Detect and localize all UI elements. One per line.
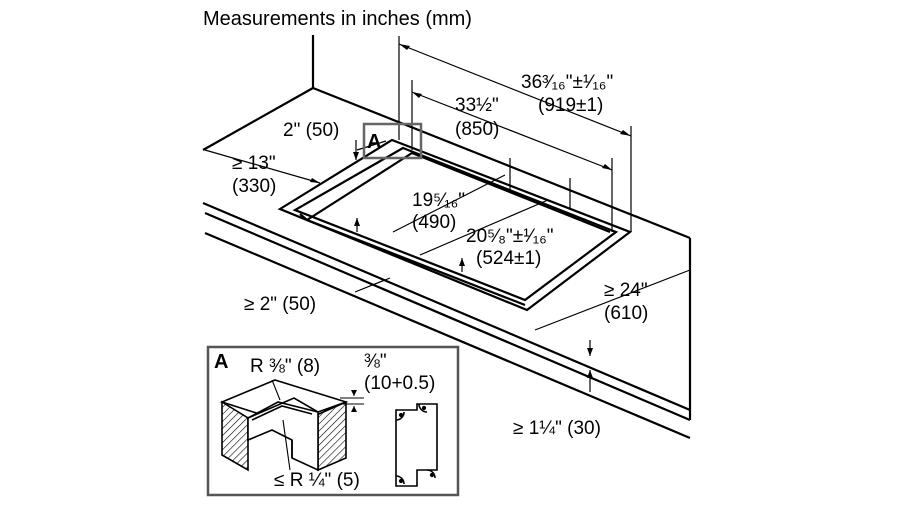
detail-cross-section (219, 379, 349, 472)
width-inner-mm: (850) (455, 119, 499, 140)
detail-radius-bottom: ≤ R ¼" (5) (274, 470, 360, 491)
front-clearance: ≥ 2" (50) (244, 294, 316, 315)
depth-inner-mm: (490) (412, 212, 456, 233)
cutout-frame (277, 138, 633, 312)
back-wall (202, 35, 691, 240)
detail-label: A (214, 351, 228, 373)
detail-arrows (351, 390, 357, 412)
width-inner-inches: 33½" (455, 95, 499, 116)
depth-inner-inches: 19⁵⁄₁₆" (412, 190, 465, 211)
detail-inset: A R ⅜" (8) ⅜" (10+0.5) ≤ R ¼" (5) (206, 345, 460, 497)
side-clearance-mm: (330) (232, 176, 276, 197)
detail-ledge-mm: (10+0.5) (364, 373, 435, 394)
counter-thickness: ≥ 1¼" (30) (513, 418, 601, 439)
counter-depth-inches: ≥ 24" (604, 280, 648, 301)
counter-depth-mm: (610) (604, 303, 648, 324)
back-clearance: 2" (50) (283, 120, 339, 141)
depth-cutout-mm: (524±1) (476, 248, 541, 269)
detail-plan-view (395, 403, 438, 487)
detail-ledge-inches: ⅜" (364, 351, 387, 372)
dimension-lines (204, 36, 691, 392)
width-overall-inches: 36³⁄₁₆"±¹⁄₁₆" (521, 72, 613, 93)
detail-marker-box (362, 122, 423, 160)
countertop (202, 201, 692, 440)
diagram-title: Measurements in inches (mm) (203, 8, 472, 30)
arrowheads (310, 44, 631, 378)
detail-radius-top: R ⅜" (8) (250, 356, 320, 377)
side-clearance-inches: ≥ 13" (232, 153, 276, 174)
depth-cutout-inches: 20⁵⁄₈"±¹⁄₁₆" (466, 226, 554, 247)
width-overall-mm: (919±1) (538, 95, 603, 116)
detail-marker-label: A (367, 131, 381, 153)
